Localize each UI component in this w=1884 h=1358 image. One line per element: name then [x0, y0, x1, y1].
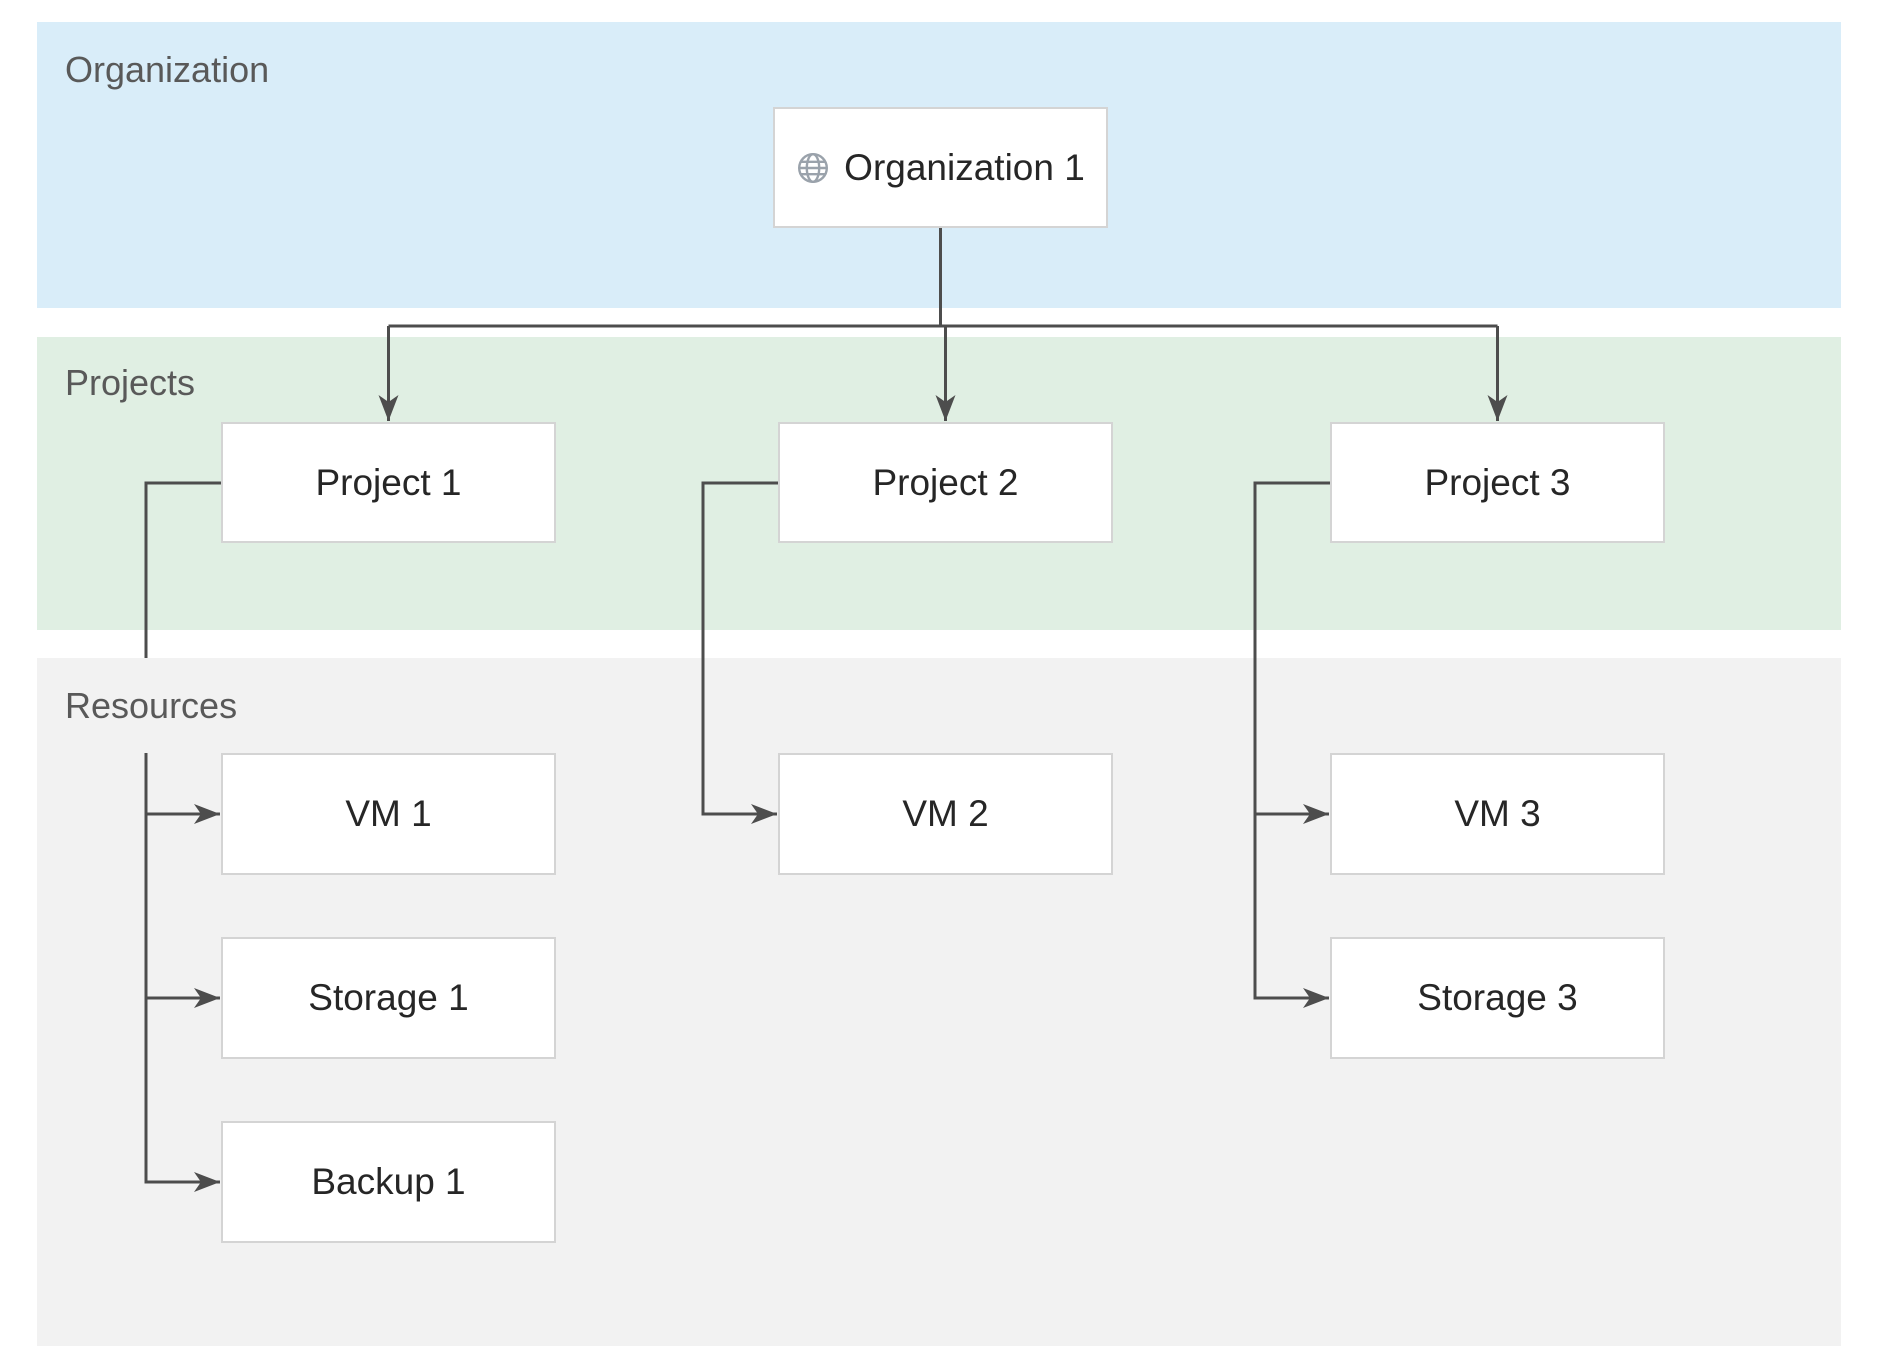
node-vm-2-label: VM 2 [902, 793, 989, 834]
node-storage-3-label: Storage 3 [1417, 977, 1578, 1018]
node-vm-1: VM 1 [221, 753, 556, 875]
node-storage-1: Storage 1 [221, 937, 556, 1059]
node-vm-3: VM 3 [1330, 753, 1665, 875]
band-resources-label: Resources [65, 685, 238, 726]
node-project-2: Project 2 [778, 422, 1113, 543]
globe-icon [798, 152, 829, 183]
node-project-1-label: Project 1 [315, 461, 462, 503]
node-storage-1-label: Storage 1 [308, 977, 469, 1018]
node-project-3: Project 3 [1330, 422, 1665, 543]
node-organization-1: Organization 1 [773, 107, 1108, 228]
node-vm-2: VM 2 [778, 753, 1113, 875]
node-project-2-label: Project 2 [872, 461, 1019, 503]
node-project-3-label: Project 3 [1424, 461, 1571, 503]
node-backup-1: Backup 1 [221, 1121, 556, 1243]
node-organization-1-label: Organization 1 [844, 146, 1085, 188]
band-organization-label: Organization [65, 49, 270, 90]
node-project-1: Project 1 [221, 422, 556, 543]
node-vm-1-label: VM 1 [345, 793, 432, 834]
node-vm-3-label: VM 3 [1454, 793, 1541, 834]
node-storage-3: Storage 3 [1330, 937, 1665, 1059]
band-projects-label: Projects [65, 362, 196, 403]
node-backup-1-label: Backup 1 [311, 1161, 466, 1202]
